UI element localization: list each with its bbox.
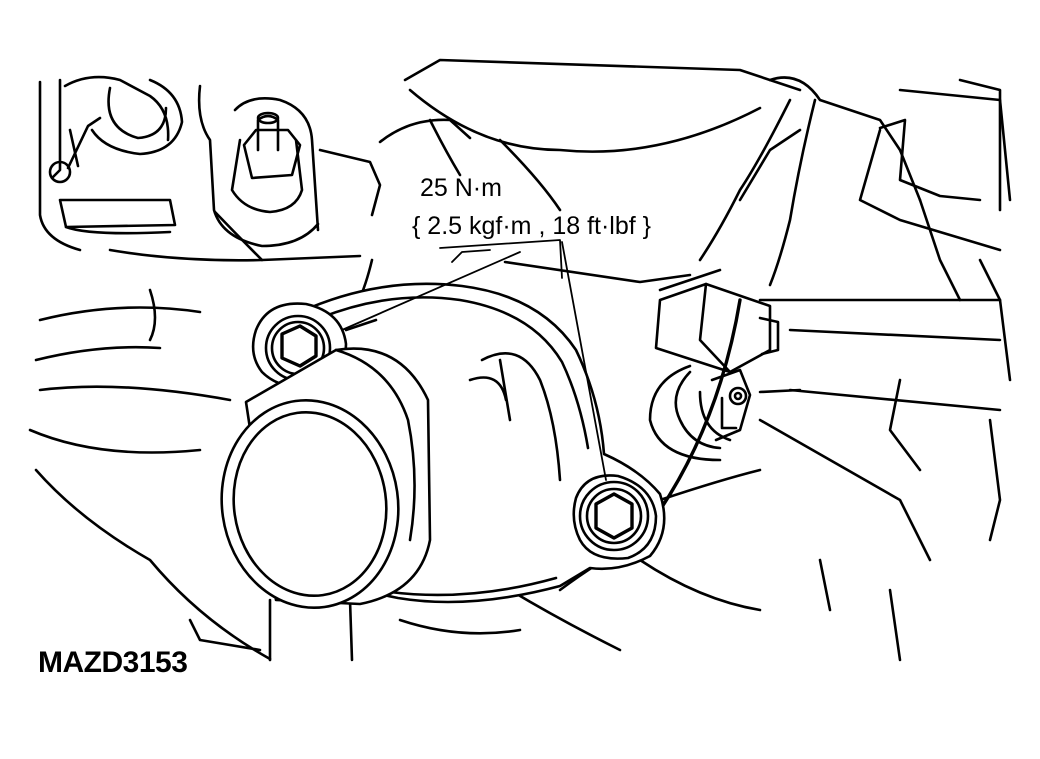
engine-contours <box>28 58 902 662</box>
figure-code-label: MAZD3153 <box>38 646 188 679</box>
upper-engine-parts <box>38 75 382 262</box>
callout-leaders <box>341 239 607 481</box>
outlet-pipe <box>220 347 432 610</box>
lower-bolt <box>572 474 658 560</box>
torque-value-label: 25 N·m <box>420 174 502 202</box>
right-side-components <box>518 76 1012 592</box>
torque-alt-units-label: { 2.5 kgf·m , 18 ft·lbf } <box>412 212 652 240</box>
